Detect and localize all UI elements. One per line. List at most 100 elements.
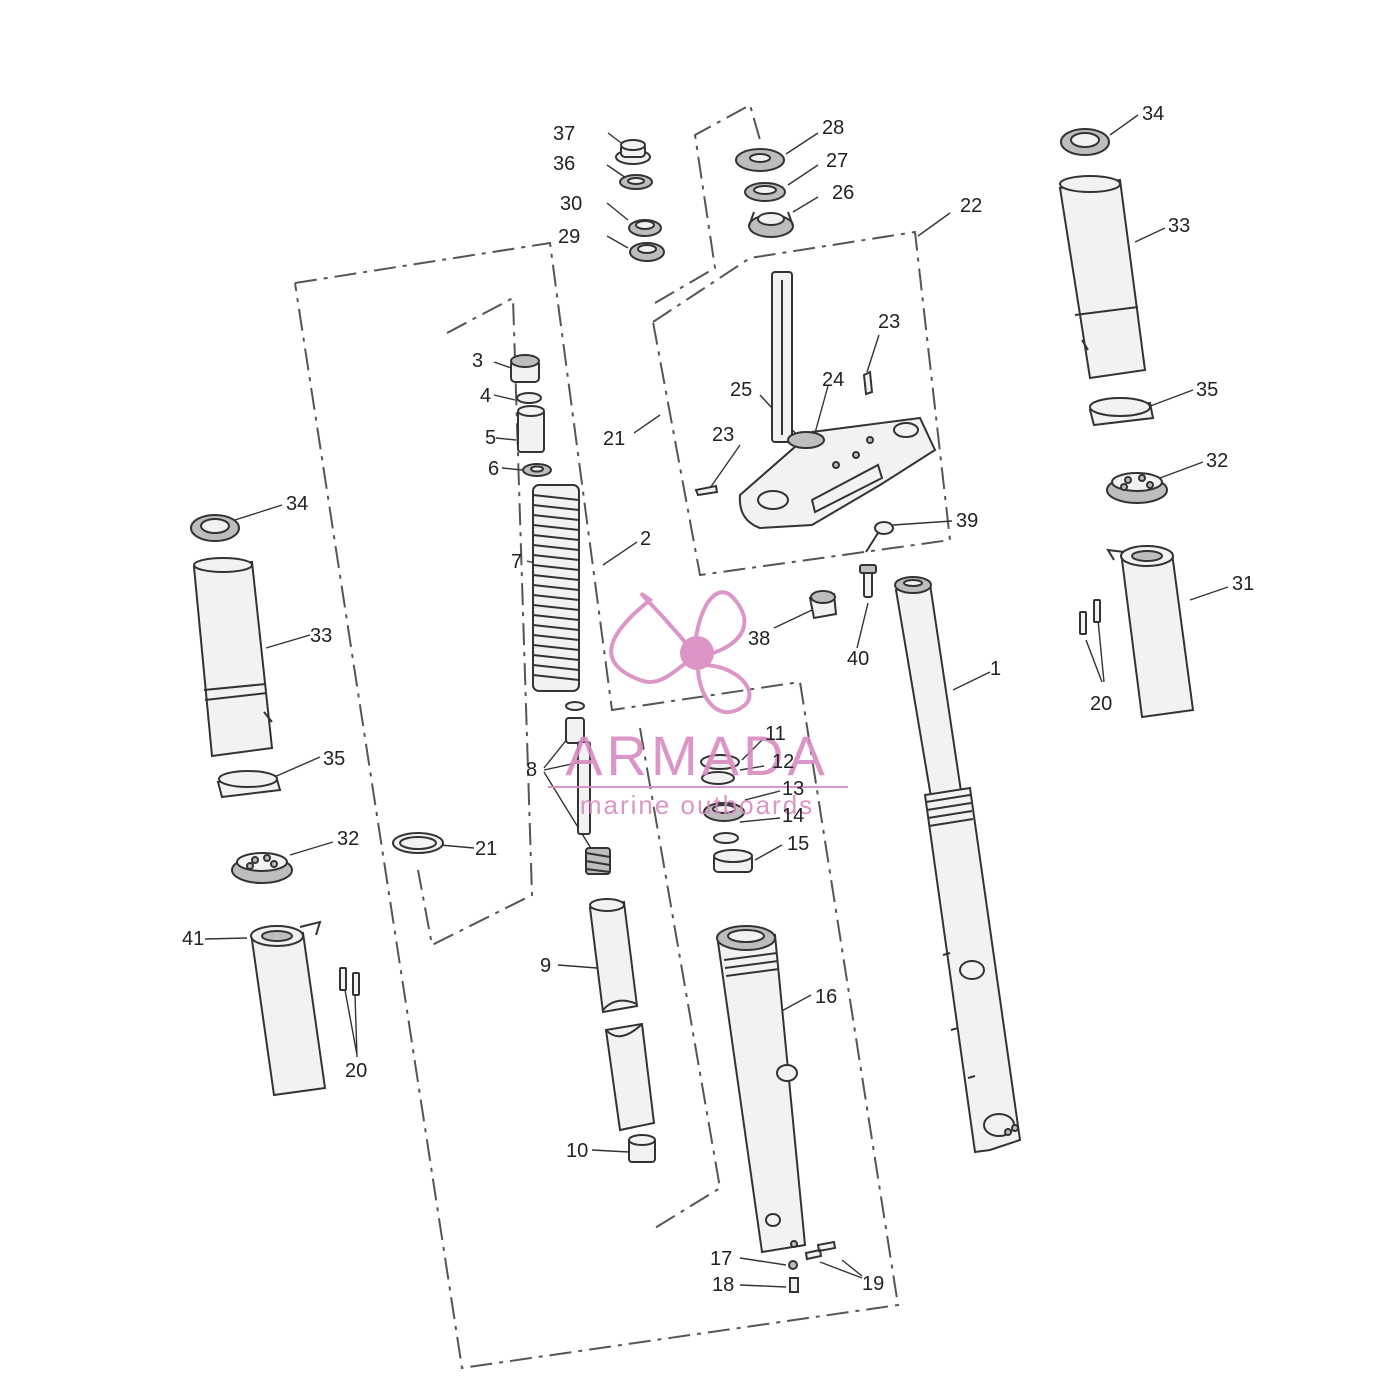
callout-labels: 1 2 3 4 5 6 7 8 9 10 11 12 13 14 15 16 1…: [182, 103, 1254, 1296]
callout-29: 29: [558, 226, 580, 248]
left-cover-assembly: [190, 514, 444, 1097]
callout-5: 5: [485, 427, 496, 449]
callout-40: 40: [847, 648, 869, 670]
oil-seal-13: [703, 802, 745, 822]
watermark-brand: ARMADA: [565, 724, 829, 787]
bearing-32-right: [1106, 472, 1168, 504]
stem-hardware: [615, 139, 794, 262]
washer-17: [788, 1260, 798, 1270]
leader-lines: [204, 114, 1229, 1288]
washer-36: [619, 174, 653, 190]
group-outline-outer-fork: [294, 241, 900, 1370]
ring-12: [701, 771, 735, 785]
propeller-logo: [609, 590, 752, 714]
callout-18: 18: [712, 1274, 734, 1296]
callout-36: 36: [553, 153, 575, 175]
group-outline-damper: [417, 296, 534, 947]
callout-14: 14: [782, 805, 804, 827]
callout-16: 16: [815, 986, 837, 1008]
lower-leg-16: [716, 925, 837, 1293]
lower-cover-41: [250, 920, 327, 1097]
spacer-5: [517, 405, 545, 453]
callout-23-upper: 23: [878, 311, 900, 333]
oring-4: [516, 392, 542, 404]
callout-7: 7: [511, 551, 522, 573]
callout-32-right: 32: [1206, 450, 1228, 472]
bolt-23-lower: [694, 484, 719, 497]
bearing-32-left: [231, 852, 293, 884]
washer-28: [735, 148, 785, 172]
cover-33-left: [192, 557, 274, 758]
screws-20-right: [1079, 599, 1101, 635]
callout-34-right: 34: [1142, 103, 1164, 125]
callout-25: 25: [730, 379, 752, 401]
circlip-11: [700, 754, 740, 770]
callout-6: 6: [488, 458, 499, 480]
callout-37: 37: [553, 123, 575, 145]
bearing-30: [628, 219, 662, 237]
top-yoke-assembly: [694, 271, 937, 530]
callout-10: 10: [566, 1140, 588, 1162]
group-outline-top-yoke: [652, 230, 952, 577]
watermark: ARMADA marine outboards: [548, 590, 848, 820]
callout-27: 27: [826, 150, 848, 172]
small-parts-38-40: [808, 521, 894, 620]
callout-33-left: 33: [310, 625, 332, 647]
callout-20-right: 20: [1090, 693, 1112, 715]
screws-19: [804, 1240, 837, 1261]
callout-4: 4: [480, 385, 491, 407]
lower-cover-31: [1106, 545, 1195, 719]
callout-35-left: 35: [323, 748, 345, 770]
callout-21-seal: 21: [475, 838, 497, 860]
callout-3: 3: [472, 350, 483, 372]
collar-10: [628, 1134, 656, 1163]
seal-ring-21: [392, 832, 444, 854]
cartridge-tube-9: [588, 898, 656, 1132]
group-outline-stem-bearing: [654, 103, 761, 304]
callout-30: 30: [560, 193, 582, 215]
callout-28: 28: [822, 117, 844, 139]
cap-bolt-3: [510, 354, 540, 383]
callout-21-yoke: 21: [603, 428, 625, 450]
callout-24: 24: [822, 369, 844, 391]
callout-9: 9: [540, 955, 551, 977]
callout-39: 39: [956, 510, 978, 532]
watermark-tagline: marine outboards: [580, 790, 814, 820]
inner-tube-1: [894, 576, 1022, 1154]
bearing-26: [748, 211, 794, 238]
group-outlines: [294, 103, 952, 1370]
callout-2: 2: [640, 528, 651, 550]
screw-18: [789, 1277, 799, 1293]
callout-38: 38: [748, 628, 770, 650]
screws-20-left: [339, 967, 360, 996]
cap-ring-34-left: [190, 514, 240, 542]
callout-41: 41: [182, 928, 204, 950]
bush-15: [713, 849, 753, 873]
callout-20-left: 20: [345, 1060, 367, 1082]
callout-31: 31: [1232, 573, 1254, 595]
damper-internals: [510, 354, 656, 1163]
bolt-40: [859, 564, 877, 598]
callout-1: 1: [990, 658, 1001, 680]
nut-35-left: [216, 770, 282, 799]
callout-19: 19: [862, 1273, 884, 1295]
cap-38: [808, 590, 838, 620]
callout-23-lower: 23: [712, 424, 734, 446]
washer-6: [522, 463, 552, 477]
cover-33-right: [1058, 175, 1147, 380]
callout-34-left: 34: [286, 493, 308, 515]
callout-35-right: 35: [1196, 379, 1218, 401]
callout-13: 13: [782, 778, 804, 800]
washer-27: [744, 182, 786, 202]
callout-12: 12: [772, 751, 794, 773]
cap-ring-34-right: [1060, 128, 1110, 156]
bearing-29: [629, 242, 665, 262]
callout-26: 26: [832, 182, 854, 204]
nut-35-right: [1088, 397, 1155, 427]
callout-22: 22: [960, 195, 982, 217]
cap-nut-37: [615, 139, 651, 165]
right-cover-assembly: [1058, 128, 1195, 719]
callout-33-right: 33: [1168, 215, 1190, 237]
bolt-23-upper: [862, 370, 874, 396]
